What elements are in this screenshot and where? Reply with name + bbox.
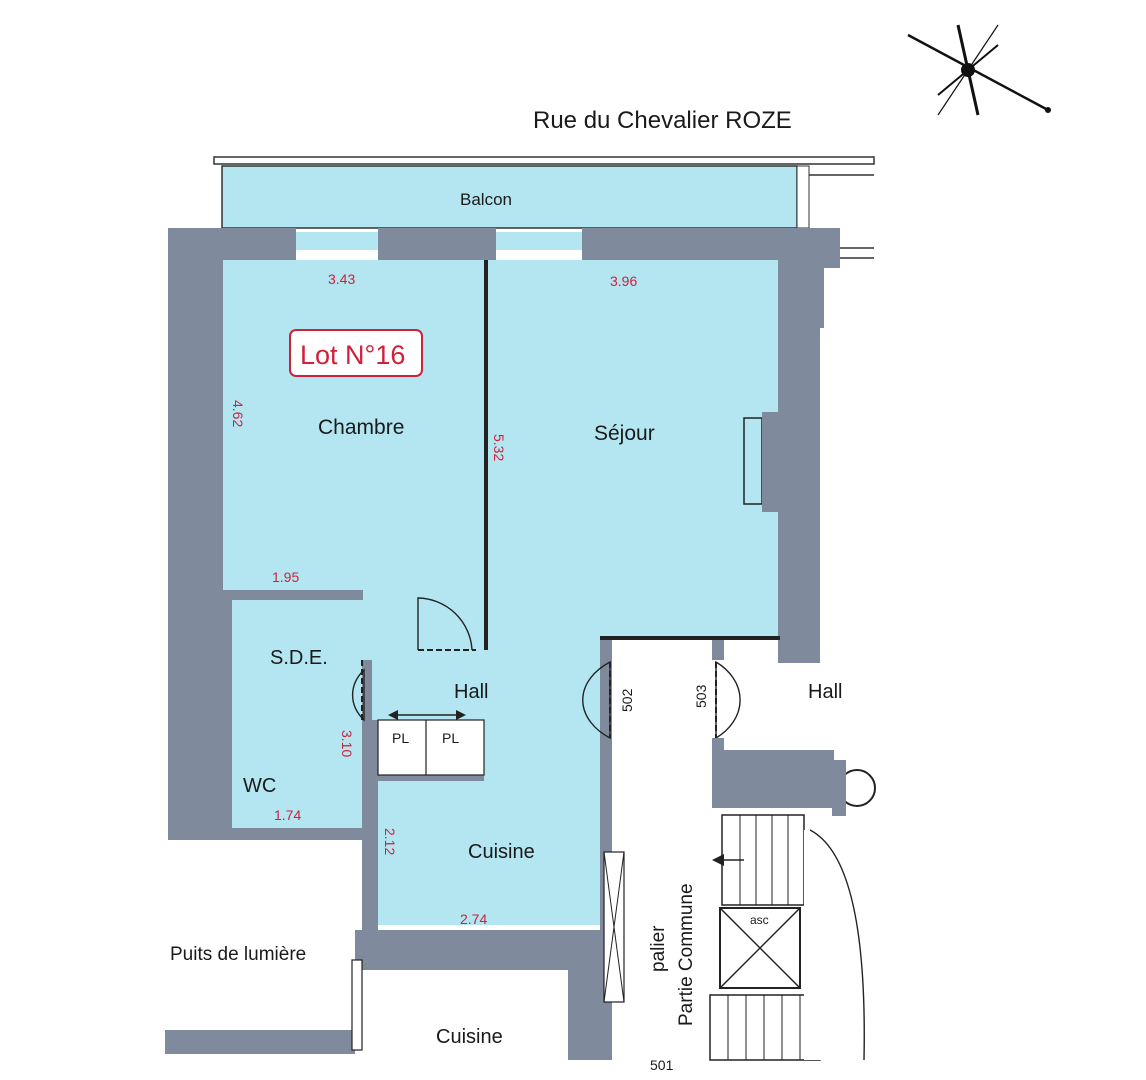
balcony: Balcon xyxy=(213,156,875,229)
lot-number: Lot N°16 xyxy=(300,340,405,370)
rooms xyxy=(223,260,780,925)
dim-chambre-width: 3.43 xyxy=(328,271,355,287)
room-sde xyxy=(232,600,362,828)
label-sde: S.D.E. xyxy=(270,647,328,669)
label-hall-2: Hall xyxy=(808,681,842,703)
compass-rose-icon xyxy=(907,24,1051,116)
label-wc: WC xyxy=(243,775,276,797)
street-label: Rue du Chevalier ROZE xyxy=(533,107,792,134)
door-number-503: 503 xyxy=(693,684,709,708)
dim-sde-height: 3.10 xyxy=(339,730,355,757)
dim-chambre-height: 4.62 xyxy=(230,400,246,427)
stairs-icon xyxy=(709,814,868,1061)
label-puits: Puits de lumière xyxy=(170,944,306,965)
door-numbers: 502 503 501 xyxy=(619,684,709,1073)
dim-cuisine-width: 2.74 xyxy=(460,911,487,927)
label-pl-2: PL xyxy=(442,730,459,746)
dim-chambre-depth: 5.32 xyxy=(491,434,507,461)
door-number-501: 501 xyxy=(650,1057,674,1073)
common-area xyxy=(600,640,876,1003)
dim-wc-width: 1.74 xyxy=(274,807,301,823)
elevator-icon: asc xyxy=(719,907,801,989)
room-chambre xyxy=(223,260,485,590)
dimensions: 3.43 3.96 4.62 5.32 1.95 3.10 1.74 2.12 … xyxy=(230,271,637,927)
label-sejour: Séjour xyxy=(594,422,655,445)
walls xyxy=(168,228,874,840)
label-pl-1: PL xyxy=(392,730,409,746)
dim-chambre-bottom: 1.95 xyxy=(272,569,299,585)
doors xyxy=(351,597,741,740)
label-cuisine: Cuisine xyxy=(468,841,535,863)
dim-cuisine-height: 2.12 xyxy=(382,828,398,855)
room-sejour xyxy=(487,260,778,638)
room-labels: Chambre Séjour S.D.E. Hall Hall WC Cuisi… xyxy=(170,416,842,1048)
label-cuisine-2: Cuisine xyxy=(436,1026,503,1048)
lot-badge: Lot N°16 xyxy=(289,329,423,377)
elevator-label: asc xyxy=(750,913,769,927)
dim-sejour-width: 3.96 xyxy=(610,273,637,289)
label-partie-commune: Partie Commune xyxy=(676,883,697,1026)
label-chambre: Chambre xyxy=(318,416,404,439)
door-number-502: 502 xyxy=(619,688,635,712)
label-hall: Hall xyxy=(454,681,488,703)
label-palier: palier xyxy=(648,925,669,972)
balcon-label: Balcon xyxy=(460,190,512,209)
